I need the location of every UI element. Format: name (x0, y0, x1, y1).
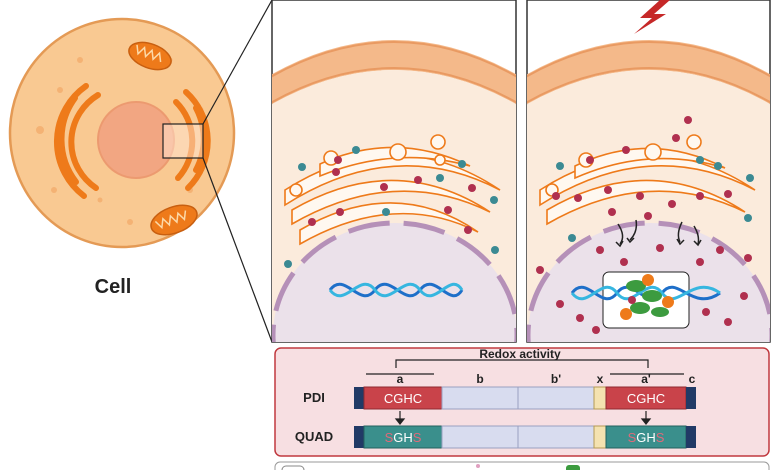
pdi-proteins (620, 274, 674, 320)
translocation-arrows (615, 219, 702, 248)
domain-letter-c: c (689, 372, 696, 386)
redox-bracket (395, 359, 649, 368)
panel-normal (271, 0, 517, 343)
domain-letter-x: x (597, 372, 604, 386)
quad-motif-a: SGHS (385, 430, 422, 445)
mitochondrion-top (128, 41, 172, 71)
pdi-motif-a: CGHC (384, 391, 422, 406)
cell-label: Cell (94, 276, 132, 298)
mutation-arrows (394, 411, 652, 425)
domain-letter-b-prime: b' (551, 372, 561, 386)
zoom-box (162, 123, 204, 159)
mitochondrion-bottom (150, 204, 198, 236)
row-label-pdi: PDI (303, 390, 325, 405)
legend-swatch-1 (281, 465, 305, 470)
legend-strip-partial (274, 461, 770, 470)
quad-motif-a-prime: SGHS (628, 430, 665, 445)
legend-dot (476, 464, 480, 468)
dna-stress (570, 285, 721, 301)
domain-letter-a-prime: a' (641, 372, 651, 386)
domain-panel: Redox activity a b b' x a' c PDI QUAD CG… (274, 347, 770, 457)
domain-letter-b: b (476, 372, 483, 386)
pdi-domain-bar: CGHC CGHC (354, 386, 696, 410)
row-label-quad: QUAD (295, 429, 333, 444)
redox-activity-label: Redox activity (479, 347, 561, 361)
dna-normal (328, 282, 464, 298)
lightning-bolt-icon (634, 0, 670, 34)
pdi-motif-a-prime: CGHC (627, 391, 665, 406)
golgi-left (54, 83, 101, 199)
legend-swatch-2 (566, 465, 580, 470)
golgi-stack-normal (284, 134, 501, 246)
quad-domain-bar: SGHS SGHS (354, 425, 696, 449)
cell-illustration (8, 0, 273, 343)
zoom-line-top (202, 0, 273, 125)
domain-letter-a: a (397, 372, 404, 386)
panel-stress (526, 0, 771, 343)
protein-dots-normal (284, 146, 499, 268)
protein-dots-stress (536, 116, 754, 334)
zoom-line-bottom (202, 157, 273, 343)
